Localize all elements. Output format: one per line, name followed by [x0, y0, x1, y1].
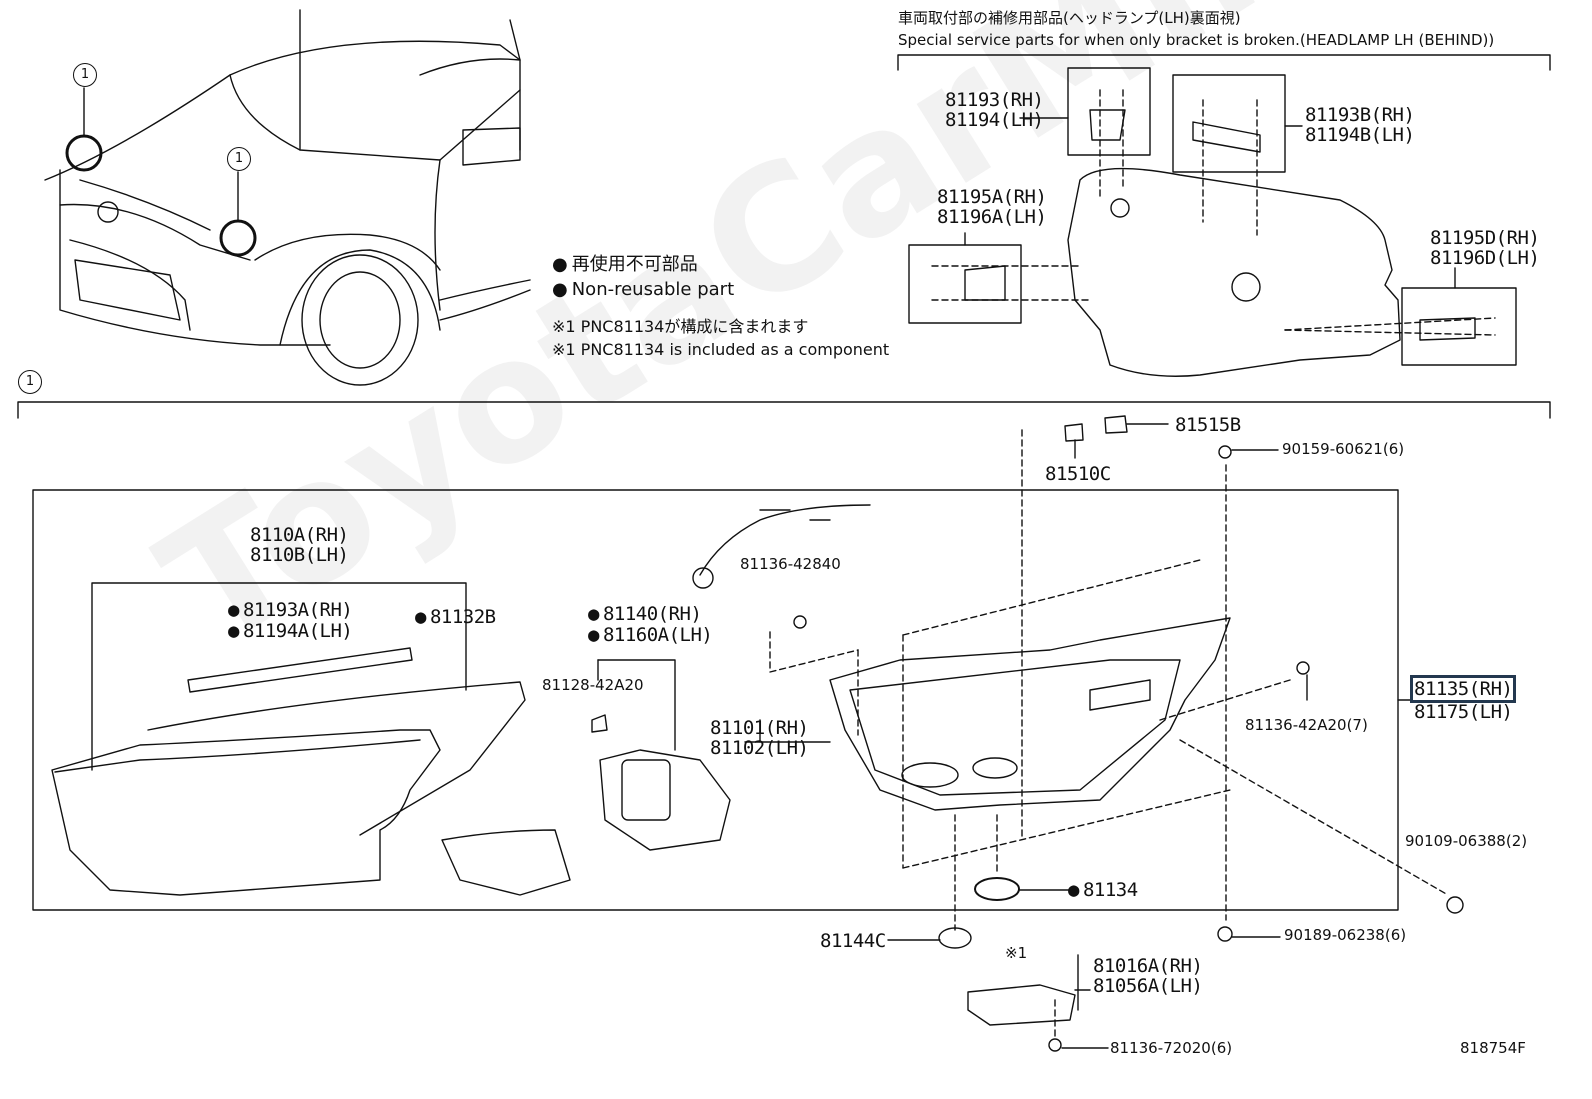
- part-81102-lh[interactable]: 81102(LH): [710, 737, 809, 759]
- part-81194-lh[interactable]: 81194(LH): [945, 109, 1044, 131]
- part-81193-rh[interactable]: 81193(RH): [945, 89, 1044, 111]
- headlamp-back-outline: [1067, 167, 1401, 377]
- part-81144c[interactable]: 81144C: [820, 930, 886, 952]
- part-8110b-lh[interactable]: 8110B(LH): [250, 544, 349, 566]
- note-marker-1: ※1: [1005, 944, 1028, 962]
- part-81136-72020[interactable]: 81136-72020(6): [1110, 1039, 1233, 1057]
- part-81510c[interactable]: 81510C: [1045, 463, 1111, 485]
- part-81175-lh[interactable]: 81175(LH): [1414, 701, 1513, 723]
- part-81140-rh[interactable]: 81140(RH): [588, 604, 702, 624]
- part-90189-06238[interactable]: 90189-06238(6): [1284, 926, 1407, 944]
- part-81134[interactable]: 81134: [1068, 880, 1138, 900]
- part-81101-rh[interactable]: 81101(RH): [710, 717, 809, 739]
- part-81136-42840[interactable]: 81136-42840: [740, 555, 841, 573]
- part-81135-rh-highlighted[interactable]: 81135(RH): [1409, 675, 1517, 703]
- part-81196d-lh[interactable]: 81196D(LH): [1430, 247, 1540, 269]
- part-81195a-rh[interactable]: 81195A(RH): [937, 186, 1047, 208]
- part-81193b-rh[interactable]: 81193B(RH): [1305, 104, 1415, 126]
- part-81016a-rh[interactable]: 81016A(RH): [1093, 955, 1203, 977]
- part-90159-60621[interactable]: 90159-60621(6): [1282, 440, 1405, 458]
- part-81128-42a20[interactable]: 81128-42A20: [542, 676, 644, 694]
- part-81160a-lh[interactable]: 81160A(LH): [588, 625, 713, 645]
- header-title-jp: 車両取付部の補修用部品(ヘッドランプ(LH)裏面視): [898, 9, 1241, 27]
- part-81056a-lh[interactable]: 81056A(LH): [1093, 975, 1203, 997]
- part-81136-42a20[interactable]: 81136-42A20(7): [1245, 716, 1368, 734]
- note-en: ※1 PNC81134 is included as a component: [552, 340, 890, 359]
- part-81194b-lh[interactable]: 81194B(LH): [1305, 124, 1415, 146]
- part-8110a-rh[interactable]: 8110A(RH): [250, 524, 349, 546]
- part-81196a-lh[interactable]: 81196A(LH): [937, 206, 1047, 228]
- marker-1-fog-lamp: 1: [227, 147, 251, 171]
- part-81132b[interactable]: 81132B: [415, 607, 496, 627]
- note-jp: ※1 PNC81134が構成に含まれます: [552, 317, 809, 336]
- part-81194a-lh[interactable]: 81194A(LH): [228, 621, 353, 641]
- legend-en: Non-reusable part: [552, 280, 734, 300]
- marker-1-hood-lamp: 1: [73, 63, 97, 87]
- legend-jp: 再使用不可部品: [552, 255, 698, 275]
- part-81515b[interactable]: 81515B: [1175, 414, 1241, 436]
- part-90109-06388[interactable]: 90109-06388(2): [1405, 832, 1528, 850]
- vehicle-front-sketch: [44, 9, 531, 386]
- header-title-en: Special service parts for when only brac…: [898, 31, 1495, 49]
- figure-number: 818754F: [1460, 1039, 1526, 1057]
- marker-1-section: 1: [18, 370, 42, 394]
- part-81195d-rh[interactable]: 81195D(RH): [1430, 227, 1540, 249]
- part-81193a-rh[interactable]: 81193A(RH): [228, 600, 353, 620]
